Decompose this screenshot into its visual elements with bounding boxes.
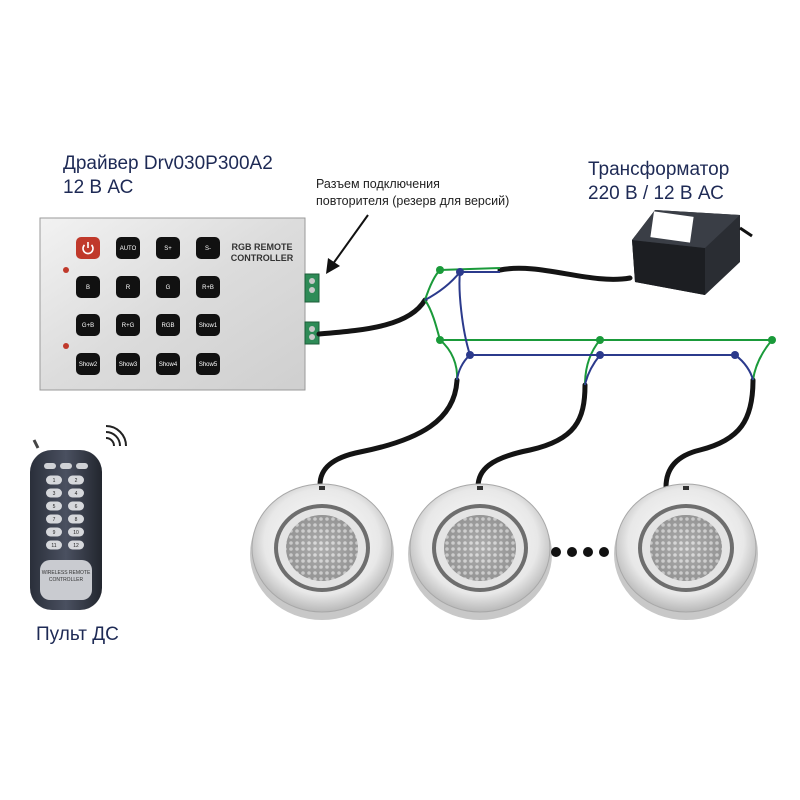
driver-button-label: G [166,285,171,291]
remote-top-key [44,463,56,469]
lamp1-cable [320,380,457,485]
driver-button-label: S+ [164,246,172,252]
remote-key: 4 [68,489,84,498]
driver-button: R [116,276,140,298]
remote-key-label: 11 [51,543,56,549]
driver-button: R+G [116,314,140,336]
remote-key: 2 [68,476,84,485]
remote-key-label: 8 [75,517,78,523]
driver-panel: RGB REMOTE CONTROLLER AUTO S+ S- B R G R+B G+B R… [40,218,305,390]
black-cables [319,268,753,487]
pool-lamp-2 [408,484,552,620]
driver-button: Show3 [116,353,140,375]
pool-lamp-1 [250,484,394,620]
remote-key: 1 [46,476,62,485]
remote-key-label: 4 [75,491,78,497]
driver-button: Show4 [156,353,180,375]
driver-button: AUTO [116,237,140,259]
repeater-connector [305,274,319,302]
driver-button-label: G+B [82,323,94,329]
driver-button-label: Show2 [79,362,98,368]
wireless-signal-icon [106,426,126,446]
driver-button-label: Show4 [159,362,178,368]
power-led [63,267,69,273]
driver-button-label: R+B [202,285,214,291]
remote-key-label: 7 [53,517,56,523]
remote-key: 8 [68,515,84,524]
green-wires [425,268,772,385]
driver-button-label: S- [205,246,211,252]
remote-key-label: 6 [75,504,78,510]
remote-key-label: 12 [73,543,79,549]
lamp2-cable [478,385,585,487]
lamp3-cable [666,380,753,487]
driver-button: G+B [76,314,100,336]
remote-caption-line1: WIRELESS REMOTE [42,570,91,576]
driver-button-label: Show3 [119,362,138,368]
transformer-cable [500,268,630,279]
remote-caption-line2: CONTROLLER [49,577,84,583]
driver-button-label: B [86,285,90,291]
remote-top-key [76,463,88,469]
panel-title-line2: CONTROLLER [231,253,294,263]
remote-key-label: 5 [53,504,56,510]
driver-button: B [76,276,100,298]
power-button [76,237,100,259]
panel-title-line1: RGB REMOTE [231,242,292,252]
remote-key: 6 [68,502,84,511]
driver-button: RGB [156,314,180,336]
pointer-arrow-icon [326,215,368,274]
driver-button: G [156,276,180,298]
remote-key-label: 3 [53,491,56,497]
pool-lamp-3 [614,484,758,620]
status-led [63,343,69,349]
driver-button-label: R+G [122,323,135,329]
driver-button-label: AUTO [120,246,137,252]
remote-key-label: 2 [75,478,78,484]
driver-button: R+B [196,276,220,298]
remote-key-label: 9 [53,530,56,536]
remote-top-key [60,463,72,469]
driver-button-label: RGB [161,323,174,329]
mains-cable [740,228,752,236]
driver-button: Show2 [76,353,100,375]
remote-key: 7 [46,515,62,524]
remote-key: 9 [46,528,62,537]
lamps [250,484,758,620]
driver-button: S- [196,237,220,259]
remote-key: 3 [46,489,62,498]
driver-output-cable [319,300,425,334]
driver-button-label: Show1 [199,323,218,329]
transformer-sticker [650,211,693,242]
ellipsis-dots-icon [551,547,609,557]
driver-button: S+ [156,237,180,259]
driver-button-label: R [126,285,131,291]
remote-key: 11 [46,541,62,550]
driver-button: Show5 [196,353,220,375]
remote-key-label: 1 [53,478,56,484]
remote-key: 10 [68,528,84,537]
driver-button: Show1 [196,314,220,336]
remote-key: 12 [68,541,84,550]
transformer [632,210,752,295]
driver-button-label: Show5 [199,362,218,368]
remote-key-label: 10 [73,530,79,536]
remote-key: 5 [46,502,62,511]
